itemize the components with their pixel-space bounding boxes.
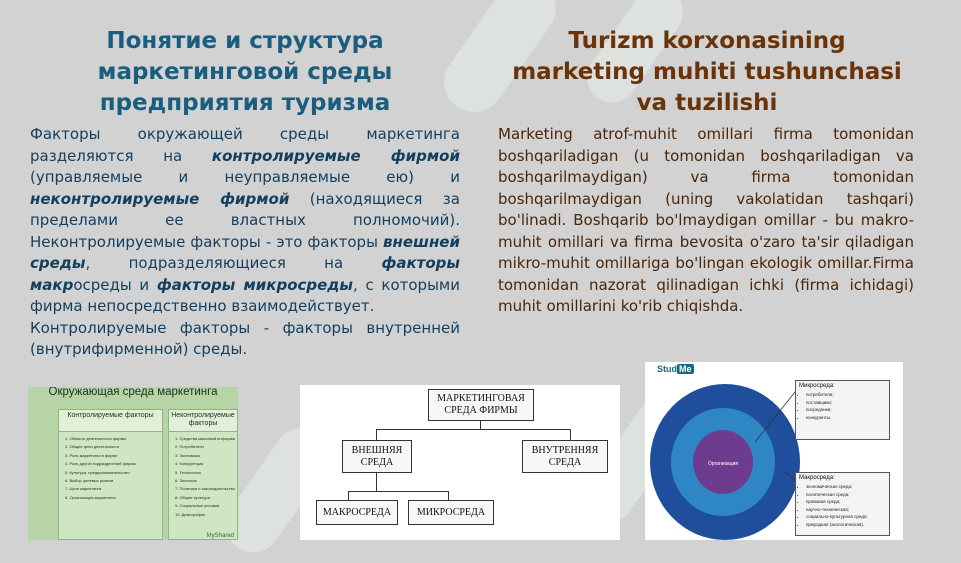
concentric-circles: Организация bbox=[650, 384, 800, 540]
controllable-factor-item: 6. Выбор целевых рынков bbox=[65, 478, 114, 484]
microenvironment-item: потребители; bbox=[806, 391, 886, 399]
microenvironment-list: потребители;поставщики;посредники;конкур… bbox=[799, 391, 886, 421]
diagram-connector bbox=[376, 429, 377, 440]
uncontrollable-factor-item: 1. Средства массовой информации bbox=[175, 436, 235, 441]
uncontrollable-factor-item: 3. Экономика bbox=[175, 452, 200, 458]
uncontrollable-factor-item: 2. Потребители bbox=[175, 444, 204, 450]
diagram-box-external-environment: ВНЕШНЯЯ СРЕДА bbox=[342, 440, 412, 473]
macroenvironment-title: Макросреда: bbox=[799, 475, 835, 481]
uncontrollable-factor-item: 4. Конкуренция bbox=[175, 461, 204, 467]
russian-paragraph-2: Контролируемые факторы - факторы внутрен… bbox=[30, 318, 460, 359]
diagram-box-marketing-environment: МАРКЕТИНГОВАЯ СРЕДА ФИРМЫ bbox=[428, 389, 534, 421]
macroenvironment-item: социально-культурная среда; bbox=[806, 513, 886, 521]
diagram-connector bbox=[348, 491, 448, 492]
controllable-factor-item: 4. Роль других подразделений фирмы bbox=[65, 461, 136, 467]
controllable-factor-item: 1. Область деятельности фирмы bbox=[65, 436, 127, 441]
emphasized-term: контролируемые фирмой bbox=[211, 146, 460, 165]
diagram-box-internal-environment: ВНУТРЕННЯЯ СРЕДА bbox=[522, 440, 608, 473]
diagram-connector bbox=[348, 491, 349, 500]
microenvironment-box: Микросреда: потребители;поставщики;посре… bbox=[795, 380, 890, 440]
emphasized-term: внешней среды bbox=[30, 232, 460, 273]
uncontrollable-factor-item: 7. Политика и законодательство bbox=[175, 486, 235, 492]
controllable-factor-item: 5. Культура, предпринимательство bbox=[65, 469, 130, 475]
macroenvironment-item: экономическая среда; bbox=[806, 483, 886, 491]
uncontrollable-factor-item: 5. Технологии bbox=[175, 469, 201, 475]
microenvironment-item: конкуренты. bbox=[806, 414, 886, 422]
uncontrollable-factor-item: 10. Демография bbox=[175, 511, 206, 517]
macroenvironment-item: правовая среда; bbox=[806, 498, 886, 506]
text-run: (управляемые и неуправляемые ею) и bbox=[30, 168, 460, 186]
macroenvironment-box: Макросреда: экономическая среда;политиче… bbox=[795, 472, 890, 536]
diagram-box-macro-environment: МАКРОСРЕДА bbox=[316, 500, 398, 525]
title-uzbek: Turizm korxonasining marketing muhiti tu… bbox=[512, 28, 902, 116]
diagram-box-micro-environment: МИКРОСРЕДА bbox=[408, 500, 494, 525]
uzbek-paragraph: Marketing atrof-muhit omillari firma tom… bbox=[498, 125, 914, 315]
text-run: , с которыми фирма непосредственно взаим… bbox=[30, 275, 460, 316]
diagram-connector bbox=[376, 429, 570, 430]
image-watermark-text: MyShared bbox=[206, 533, 234, 539]
diagram-connector bbox=[570, 429, 571, 440]
controllable-factors-header: Контролируемые факторы bbox=[59, 410, 162, 432]
controllable-factor-item: 2. Общие цели деятельности bbox=[65, 444, 120, 450]
uncontrollable-factor-item: 6. Экология bbox=[175, 478, 197, 484]
text-run: , подразделяющиеся на bbox=[85, 254, 382, 272]
text-run: осреды и bbox=[73, 275, 157, 294]
organization-circle bbox=[693, 430, 753, 494]
emphasized-term: неконтролируемые фирмой bbox=[30, 189, 290, 208]
environment-structure-diagram: МАРКЕТИНГОВАЯ СРЕДА ФИРМЫ ВНЕШНЯЯ СРЕДА … bbox=[300, 385, 620, 540]
emphasized-term: факторы микросреды bbox=[156, 275, 353, 294]
russian-text: Факторы окружающей среды маркетинга разд… bbox=[30, 124, 460, 361]
diagram-connector bbox=[448, 491, 449, 500]
diagram-connector bbox=[480, 421, 481, 429]
emphasized-term: факторы макр bbox=[30, 254, 460, 294]
environment-image-heading: Окружающая среда маркетинга bbox=[48, 387, 218, 398]
uncontrollable-factor-item: 9. Социальные условия bbox=[175, 503, 220, 509]
logo-text-b: Me bbox=[677, 364, 694, 374]
macroenvironment-item: политическая среда; bbox=[806, 491, 886, 499]
controllable-factors-column: Контролируемые факторы 1. Область деятел… bbox=[58, 409, 163, 540]
russian-paragraph-1: Факторы окружающей среды маркетинга разд… bbox=[30, 124, 460, 318]
uncontrollable-factors-column: Неконтролируемые факторы 1. Средства мас… bbox=[168, 409, 238, 540]
environment-factors-image: Окружающая среда маркетинга Контролируем… bbox=[28, 387, 238, 540]
diagram-connector bbox=[376, 473, 377, 491]
macroenvironment-item: научно-техническая; bbox=[806, 506, 886, 514]
text-run: (находящиеся за пределами ее властных по… bbox=[30, 189, 460, 251]
uncontrollable-factors-header: Неконтролируемые факторы bbox=[169, 410, 237, 432]
title-russian: Понятие и структура маркетинговой среды … bbox=[97, 28, 393, 116]
organization-label: Организация bbox=[708, 461, 738, 467]
uncontrollable-factor-item: 8. Общие культура bbox=[175, 494, 210, 500]
microenvironment-item: поставщики; bbox=[806, 399, 886, 407]
text-run: Факторы окружающей среды маркетинга разд… bbox=[30, 125, 460, 165]
pointer-line bbox=[754, 391, 796, 443]
logo-text-a: Stud bbox=[657, 364, 677, 374]
controllable-factor-item: 7. Цели маркетинга bbox=[65, 486, 102, 492]
controllable-factor-item: 3. Роль маркетинга в фирме bbox=[65, 452, 118, 458]
macroenvironment-item: природная (экологическая). bbox=[806, 521, 886, 529]
controllable-factors-list: 1. Область деятельности фирмы 2. Общие це… bbox=[59, 435, 162, 502]
macroenvironment-list: экономическая среда;политическая среда;п… bbox=[799, 483, 886, 529]
uncontrollable-factors-list: 1. Средства массовой информации 2. Потреб… bbox=[169, 435, 237, 519]
controllable-factor-item: 8. Организация маркетинга bbox=[65, 494, 116, 500]
microenvironment-item: посредники; bbox=[806, 406, 886, 414]
microenvironment-title: Микросреда: bbox=[799, 383, 835, 389]
